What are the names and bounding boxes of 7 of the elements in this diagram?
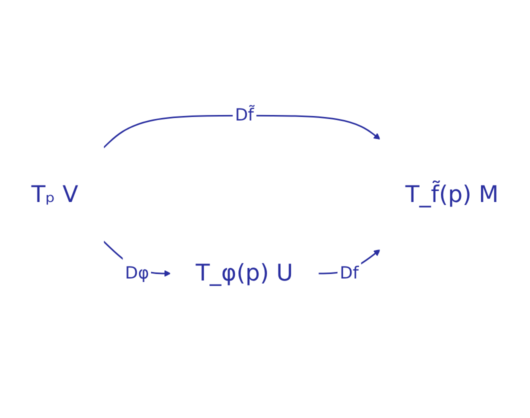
arrow: [103, 114, 380, 148]
edge-label: Dφ: [124, 264, 150, 283]
edge-label: Df: [340, 264, 359, 283]
node-text: T_f̃(p) M: [405, 181, 499, 208]
node-text: T_φ(p) U: [196, 260, 294, 287]
node-text: Tₚ V: [31, 181, 78, 208]
edge-label: Df̃: [234, 106, 254, 125]
